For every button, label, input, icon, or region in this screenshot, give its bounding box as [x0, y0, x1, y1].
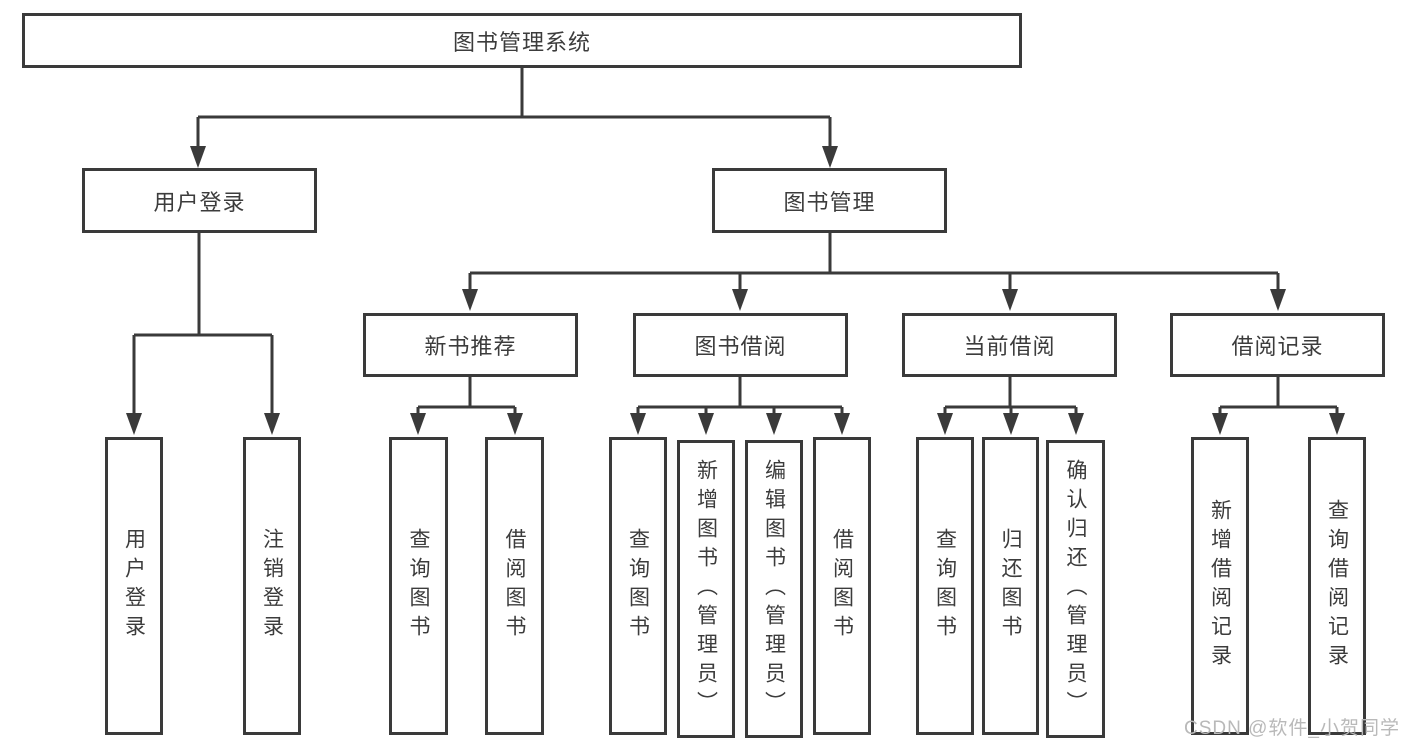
leaf-bb-edit-books-admin-label: 编辑图书（管理员）	[762, 458, 786, 720]
leaf-bb-add-books-admin-label: 新增图书（管理员）	[694, 458, 718, 720]
leaf-br-add-record: 新增借阅记录	[1191, 437, 1249, 735]
leaf-br-query-record-label: 查询借阅记录	[1325, 499, 1349, 673]
leaf-cb-query-books: 查询图书	[916, 437, 974, 735]
node-new-book-recommend-label: 新书推荐	[424, 334, 517, 359]
leaf-bb-edit-books-admin: 编辑图书（管理员）	[745, 440, 803, 738]
edge-arrows	[126, 117, 1345, 435]
leaf-bb-query-books-label: 查询图书	[626, 528, 650, 644]
node-book-management-label: 图书管理	[783, 189, 876, 215]
leaf-nb-borrow-books: 借阅图书	[485, 437, 544, 735]
leaf-logout: 注销登录	[243, 437, 301, 735]
leaf-cb-confirm-return-admin-label: 确认归还（管理员）	[1064, 458, 1087, 720]
node-book-borrowing-label: 图书借阅	[694, 334, 787, 359]
node-root: 图书管理系统	[22, 13, 1022, 68]
leaf-br-add-record-label: 新增借阅记录	[1208, 499, 1232, 673]
edge-trunks	[134, 68, 1337, 409]
leaf-cb-confirm-return-admin: 确认归还（管理员）	[1046, 440, 1105, 738]
node-user-login-label: 用户登录	[153, 189, 246, 215]
node-current-borrowing-label: 当前借阅	[963, 334, 1056, 359]
node-new-book-recommend: 新书推荐	[363, 313, 578, 377]
leaf-bb-add-books-admin: 新增图书（管理员）	[677, 440, 735, 738]
leaf-bb-borrow-books-label: 借阅图书	[830, 528, 854, 644]
leaf-nb-query-books-label: 查询图书	[407, 528, 430, 644]
leaf-bb-borrow-books: 借阅图书	[813, 437, 871, 735]
leaf-nb-borrow-books-label: 借阅图书	[503, 528, 526, 644]
leaf-user-login: 用户登录	[105, 437, 163, 735]
node-book-borrowing: 图书借阅	[633, 313, 848, 377]
leaf-cb-query-books-label: 查询图书	[933, 528, 957, 644]
leaf-br-query-record: 查询借阅记录	[1308, 437, 1366, 735]
leaf-logout-label: 注销登录	[260, 528, 284, 644]
node-current-borrowing: 当前借阅	[902, 313, 1117, 377]
node-borrowing-records-label: 借阅记录	[1231, 334, 1324, 359]
leaf-nb-query-books: 查询图书	[389, 437, 448, 735]
leaf-cb-return-books: 归还图书	[982, 437, 1039, 735]
leaf-cb-return-books-label: 归还图书	[999, 528, 1022, 644]
node-root-label: 图书管理系统	[452, 29, 591, 55]
leaf-user-login-label: 用户登录	[122, 528, 146, 644]
leaf-bb-query-books: 查询图书	[609, 437, 667, 735]
watermark: CSDN @软件_小贺同学	[1184, 718, 1400, 739]
node-borrowing-records: 借阅记录	[1170, 313, 1385, 377]
node-user-login: 用户登录	[82, 168, 317, 233]
node-book-management: 图书管理	[712, 168, 947, 233]
